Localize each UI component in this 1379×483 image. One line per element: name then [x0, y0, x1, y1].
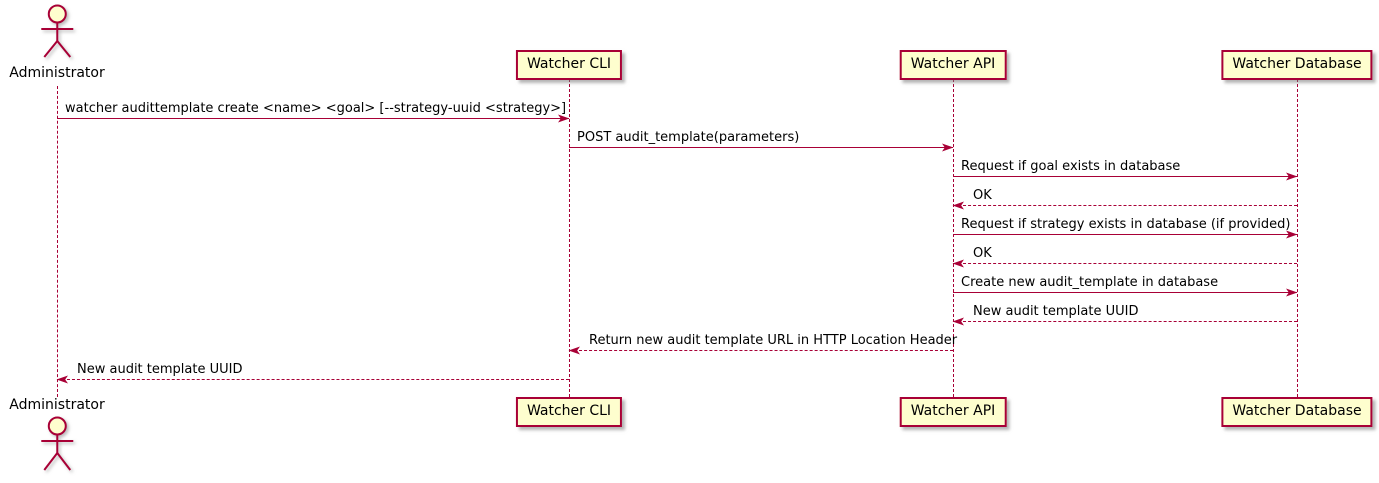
message-api-to-db: Request if goal exists in database	[953, 156, 1298, 181]
stick-figure-icon	[41, 4, 73, 58]
message-label: New audit template UUID	[973, 304, 1139, 319]
actor-administrator-bottom: Administrator	[9, 397, 105, 478]
participant-watcher-cli-top: Watcher CLI	[515, 50, 623, 80]
message-line-solid	[953, 234, 1297, 235]
message-api-to-db: Request if strategy exists in database (…	[953, 214, 1298, 239]
message-administrator-to-cli: watcher audittemplate create <name> <goa…	[57, 98, 570, 123]
participant-watcher-api-bottom: Watcher API	[899, 397, 1007, 427]
message-db-to-api: New audit template UUID	[952, 301, 1297, 326]
arrowhead-right-icon	[942, 143, 954, 152]
arrowhead-left-icon	[952, 201, 964, 210]
message-line-dashed	[569, 350, 953, 351]
message-label: Request if goal exists in database	[961, 159, 1181, 174]
arrowhead-right-icon	[1286, 230, 1298, 239]
lifeline-watcher-database	[1296, 79, 1298, 397]
arrowhead-left-icon	[568, 346, 580, 355]
message-cli-to-administrator: New audit template UUID	[56, 359, 569, 384]
arrowhead-left-icon	[952, 259, 964, 268]
message-line-solid	[569, 147, 953, 148]
lifeline-watcher-cli	[568, 79, 570, 397]
message-label: Return new audit template URL in HTTP Lo…	[589, 333, 958, 348]
message-label: OK	[973, 188, 992, 203]
arrowhead-right-icon	[558, 114, 570, 123]
message-line-dashed	[953, 205, 1297, 206]
message-line-dashed	[953, 321, 1297, 322]
message-cli-to-api: POST audit_template(parameters)	[569, 127, 954, 152]
participant-watcher-database-top: Watcher Database	[1221, 50, 1373, 80]
message-label: New audit template UUID	[77, 362, 243, 377]
message-line-dashed	[57, 379, 569, 380]
message-label: watcher audittemplate create <name> <goa…	[65, 101, 567, 116]
message-line-solid	[953, 176, 1297, 177]
message-db-to-api: OK	[952, 185, 1297, 210]
participant-watcher-cli-bottom: Watcher CLI	[515, 397, 623, 427]
actor-label: Administrator	[9, 397, 105, 413]
message-label: POST audit_template(parameters)	[577, 130, 800, 145]
lifeline-administrator	[56, 86, 58, 397]
arrowhead-left-icon	[952, 317, 964, 326]
message-api-to-db: Create new audit_template in database	[953, 272, 1298, 297]
arrowhead-right-icon	[1286, 288, 1298, 297]
message-line-dashed	[953, 263, 1297, 264]
actor-administrator-top: Administrator	[9, 3, 105, 82]
lifeline-watcher-api	[952, 79, 954, 397]
stick-figure-icon	[41, 416, 73, 471]
participant-watcher-api-top: Watcher API	[899, 50, 1007, 80]
message-line-solid	[57, 118, 569, 119]
message-api-to-cli: Return new audit template URL in HTTP Lo…	[568, 330, 957, 355]
message-label: OK	[973, 246, 992, 261]
arrowhead-left-icon	[56, 375, 68, 384]
arrowhead-right-icon	[1286, 172, 1298, 181]
message-db-to-api: OK	[952, 243, 1297, 268]
message-label: Create new audit_template in database	[961, 275, 1219, 290]
message-line-solid	[953, 292, 1297, 293]
actor-label: Administrator	[9, 65, 105, 81]
participant-watcher-database-bottom: Watcher Database	[1221, 397, 1373, 427]
message-label: Request if strategy exists in database (…	[961, 217, 1291, 232]
